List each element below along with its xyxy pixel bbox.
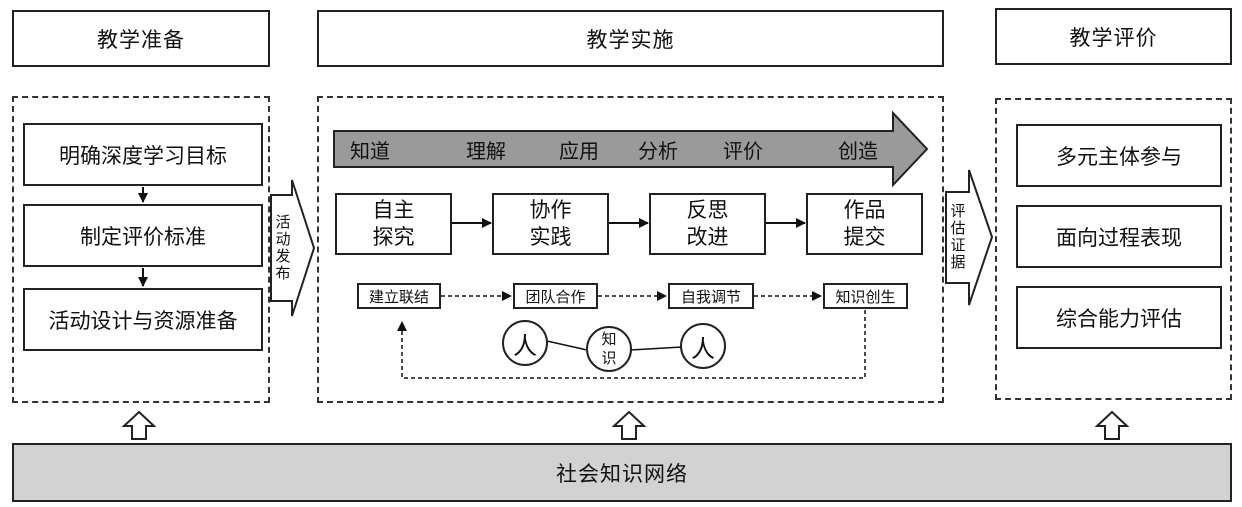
eval-item-label: 面向过程表现 [1056,225,1182,250]
cog-level-evaluate: 评价 [723,136,763,163]
activity-release-char: 布 [275,264,291,282]
cog-level-label: 知道 [350,138,390,163]
network-person-label: 人 [691,334,715,363]
eval-item-comprehensive-ability: 综合能力评估 [1016,286,1222,349]
header-teaching-preparation: 教学准备 [12,10,270,67]
cog-level-analyze: 分析 [638,136,678,163]
chip-label: 自我调节 [680,287,741,306]
evidence-label: 评 估 证 据 [946,193,970,281]
cog-level-create: 创造 [838,136,878,163]
chip-build-connections: 建立联结 [357,283,441,309]
social-knowledge-network-bar: 社会知识网络 [12,443,1232,502]
prep-step-criteria-label: 制定评价标准 [80,224,206,249]
social-knowledge-network-label: 社会知识网络 [556,461,688,486]
network-person-label: 人 [513,331,537,360]
cog-level-understand: 理解 [466,136,506,163]
header-teaching-preparation-label: 教学准备 [97,27,185,52]
activity-release-char: 发 [275,247,291,265]
network-person-left: 人 [502,320,548,366]
cog-level-know: 知道 [350,136,390,163]
cog-level-label: 评价 [723,138,763,163]
impl-step-line: 改进 [686,225,729,249]
activity-release-arrow [270,179,316,317]
network-person-right: 人 [680,323,726,369]
network-link-1 [546,340,588,351]
prep-step-criteria: 制定评价标准 [23,204,263,267]
eval-item-label: 多元主体参与 [1056,144,1182,169]
header-teaching-evaluation: 教学评价 [995,8,1232,65]
header-teaching-evaluation-label: 教学评价 [1069,25,1158,50]
chip-teamwork: 团队合作 [513,283,598,309]
impl-step-line: 探究 [372,225,415,249]
cognitive-levels-arrow [333,110,929,188]
impl-step-self-inquiry: 自主 探究 [335,193,452,255]
activity-release-label: 活 动 发 布 [271,204,295,292]
up-arrow-eval [1094,410,1130,440]
evidence-char: 证 [950,236,966,254]
evaluation-panel [995,98,1232,400]
cog-level-label: 理解 [466,138,506,163]
evidence-char: 评 [950,202,966,220]
eval-item-label: 综合能力评估 [1056,306,1182,331]
impl-step-line: 实践 [529,225,572,249]
cog-level-label: 应用 [559,138,599,163]
network-knowledge: 知 识 [586,326,632,372]
evidence-char: 估 [950,219,966,237]
impl-step-collaborative-practice: 协作 实践 [492,193,609,255]
impl-step-line: 反思 [686,198,729,222]
implementation-panel [317,96,944,403]
prep-step-design: 活动设计与资源准备 [23,288,263,351]
header-teaching-implementation-label: 教学实施 [586,27,675,52]
prep-step-design-label: 活动设计与资源准备 [48,308,238,333]
impl-step-line: 提交 [843,225,886,249]
network-knowledge-line: 知 [601,330,617,348]
chip-label: 知识创生 [835,287,896,306]
up-arrow-impl [611,410,647,440]
cog-level-label: 创造 [838,138,878,163]
eval-item-process-performance: 面向过程表现 [1016,205,1222,268]
activity-release-char: 动 [275,230,291,248]
cog-level-label: 分析 [638,138,678,163]
chip-label: 团队合作 [525,287,586,306]
network-knowledge-line: 识 [601,349,617,367]
impl-step-reflect-improve: 反思 改进 [649,193,766,255]
preparation-panel [12,96,270,403]
impl-step-submit-work: 作品 提交 [806,193,923,255]
evidence-arrow [945,169,994,306]
header-teaching-implementation: 教学实施 [317,10,944,67]
cog-level-apply: 应用 [559,136,599,163]
chip-knowledge-creation: 知识创生 [823,283,908,309]
impl-step-line: 协作 [529,198,572,222]
up-arrow-prep [121,410,157,440]
network-link-2 [629,346,683,351]
impl-step-line: 作品 [843,198,886,222]
activity-release-char: 活 [275,213,291,231]
impl-step-line: 自主 [372,198,415,222]
chip-label: 建立联结 [368,287,429,306]
eval-item-multi-stakeholder: 多元主体参与 [1016,124,1222,187]
evidence-char: 据 [950,253,966,271]
prep-step-objectives: 明确深度学习目标 [23,123,263,186]
chip-self-regulation: 自我调节 [668,283,754,309]
prep-step-objectives-label: 明确深度学习目标 [59,143,227,168]
